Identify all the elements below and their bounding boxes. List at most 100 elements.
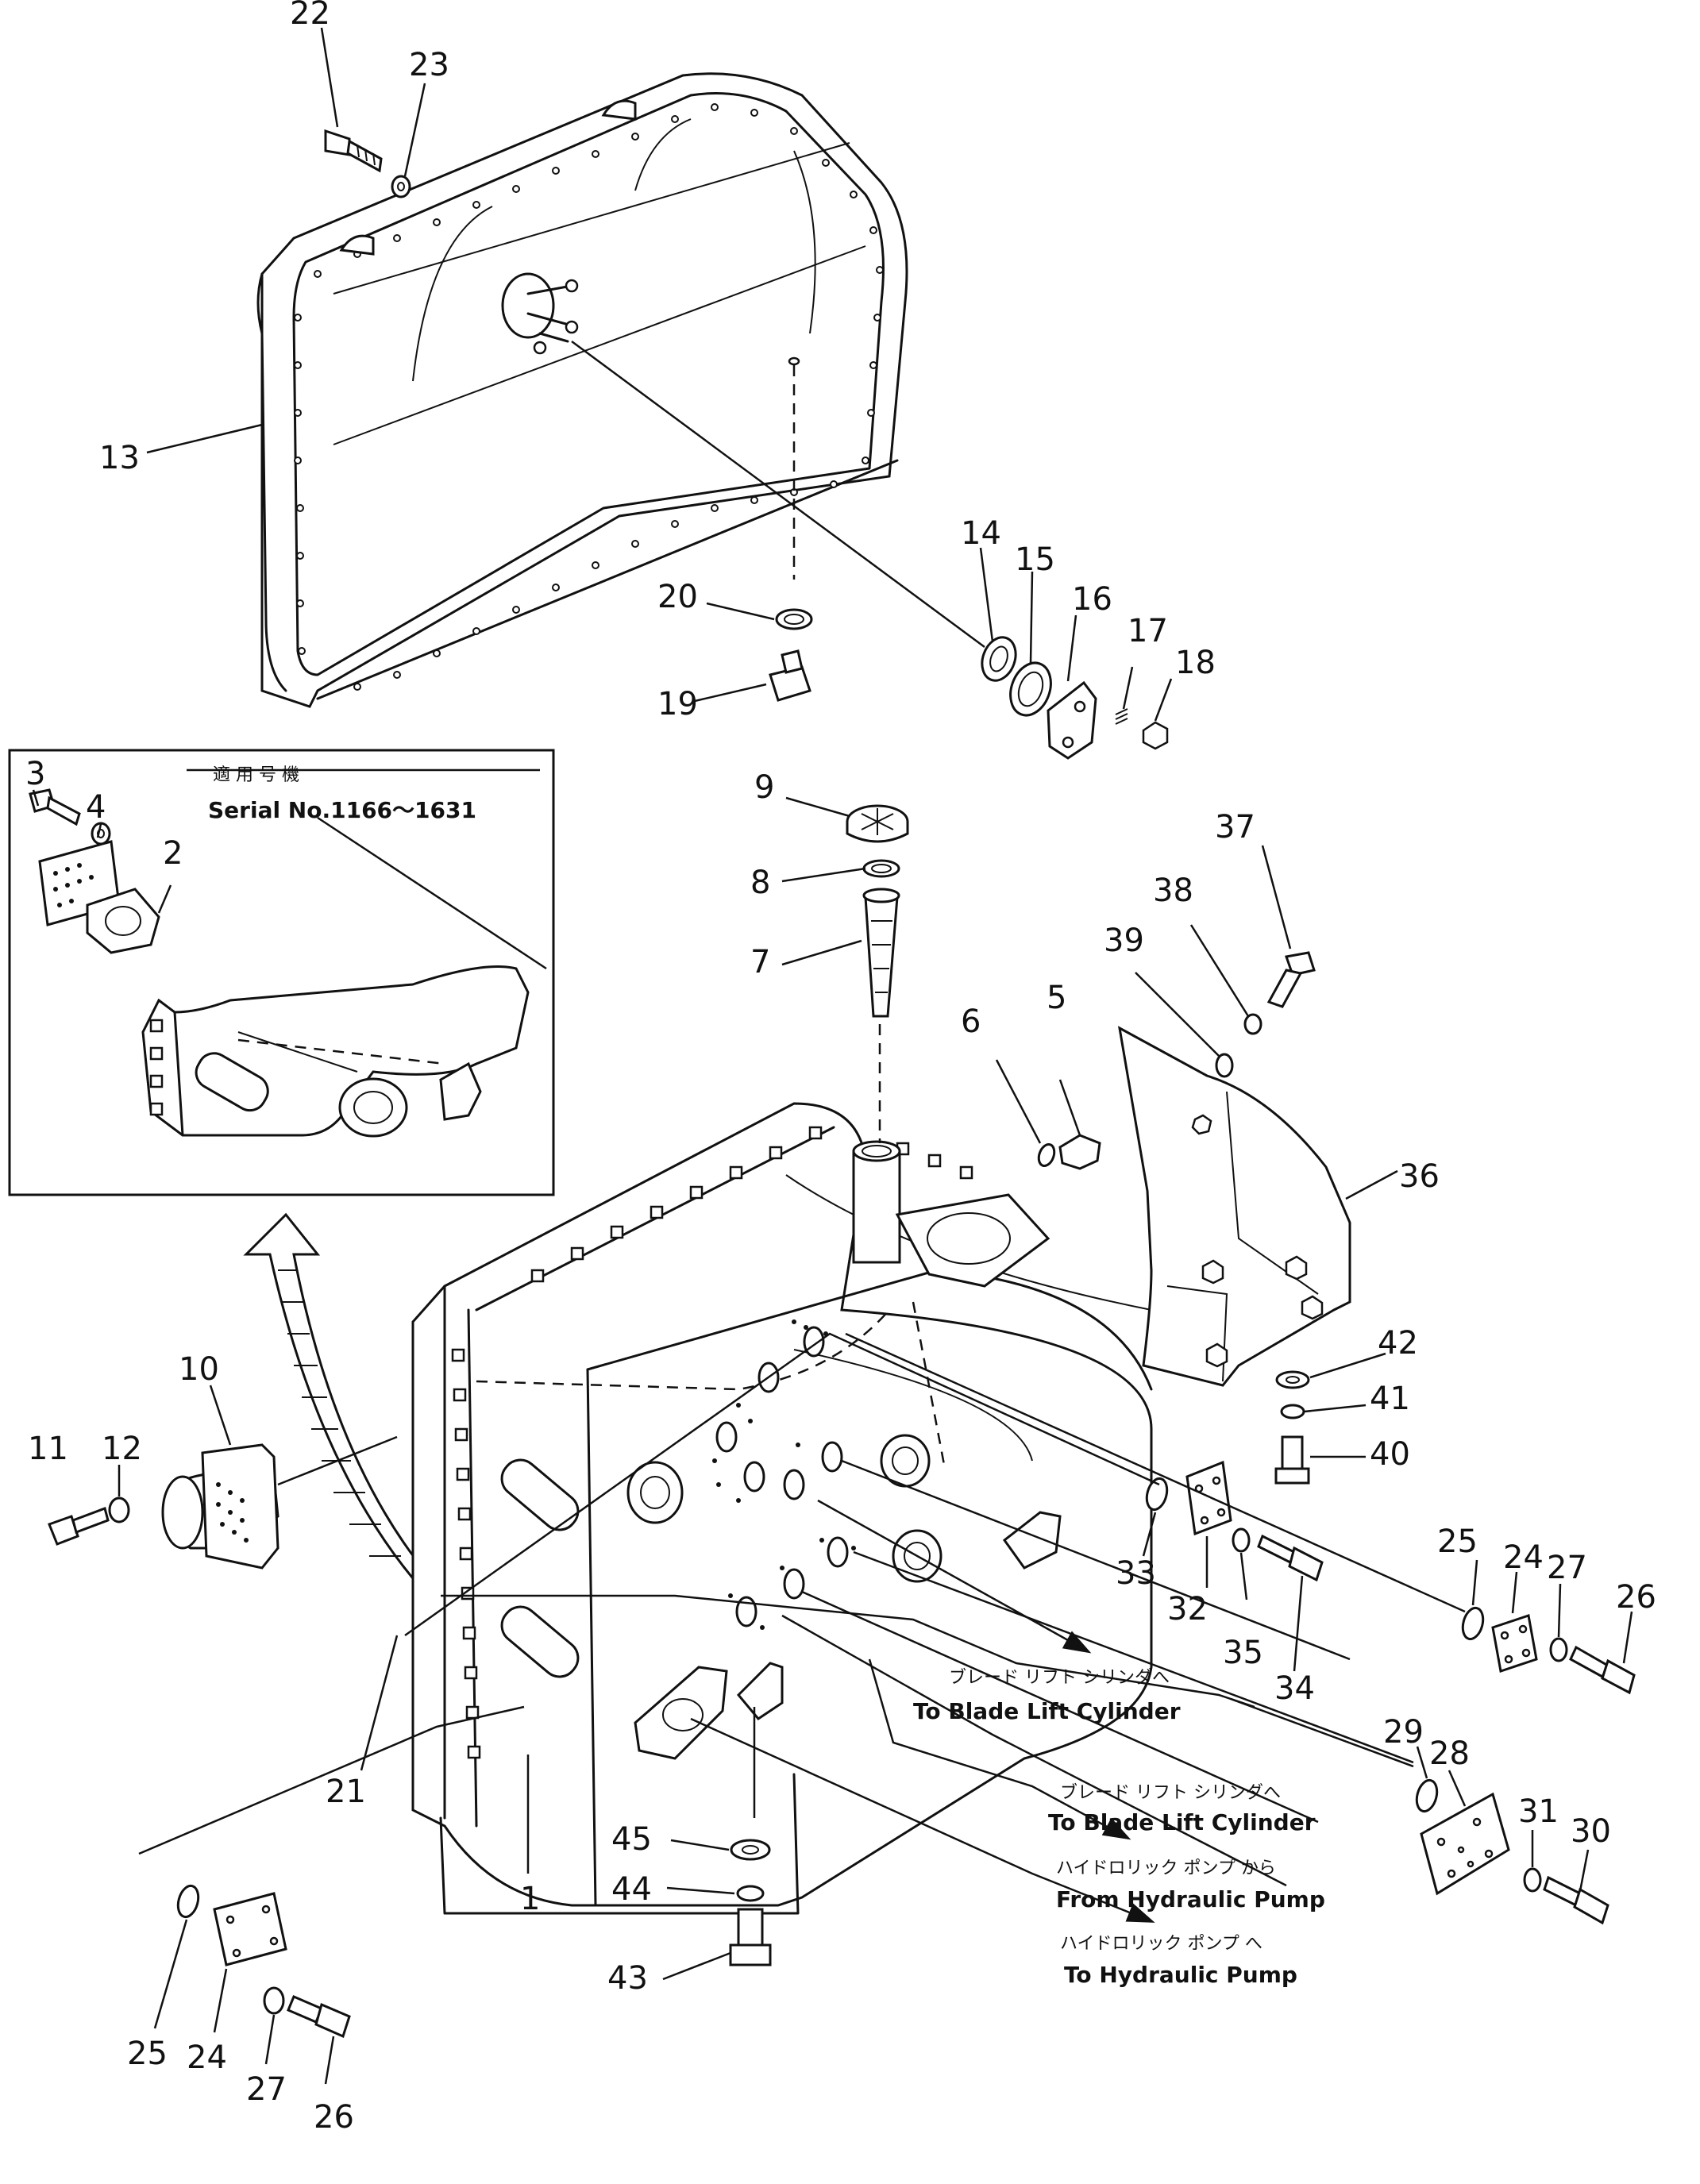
callout-19: 19	[657, 686, 698, 722]
note-blade-lift-1-jp: ブレード リフト シリンダへ	[949, 1668, 1170, 1688]
routing-notes: ブレード リフト シリンダへ To Blade Lift Cylinder ブレ…	[913, 1668, 1325, 1988]
callout-43: 43	[607, 1960, 648, 1997]
callout-30: 30	[1571, 1813, 1611, 1850]
callout-41: 41	[1370, 1381, 1410, 1417]
strainer-10	[161, 1443, 279, 1570]
callout-17: 17	[1128, 613, 1168, 649]
callout-40: 40	[1370, 1436, 1410, 1473]
o-ring-29	[1415, 1778, 1439, 1813]
nut-18	[1142, 721, 1169, 750]
o-ring-6	[1037, 1142, 1056, 1168]
lockwasher-17	[1115, 708, 1128, 725]
callout-10: 10	[179, 1351, 219, 1388]
callout-39: 39	[1104, 923, 1144, 959]
callout-26-left: 26	[314, 2099, 354, 2136]
cover-plate-28	[1420, 1792, 1510, 1896]
bolt-40	[1274, 1435, 1310, 1485]
callout-37: 37	[1215, 809, 1255, 845]
note-from-pump: From Hydraulic Pump	[1056, 1886, 1325, 1912]
callout-42: 42	[1378, 1325, 1418, 1362]
note-to-pump: To Hydraulic Pump	[1064, 1962, 1297, 1988]
callout-34: 34	[1274, 1670, 1315, 1707]
cap-9	[846, 804, 909, 843]
filler-neck	[852, 1140, 1050, 1288]
callout-2: 2	[163, 835, 183, 872]
callout-38: 38	[1153, 872, 1193, 909]
callout-24-left: 24	[187, 2040, 227, 2076]
callout-14: 14	[961, 515, 1001, 552]
gasket-14	[981, 636, 1017, 682]
callout-27-left: 27	[246, 2071, 287, 2108]
o-ring-25-left	[176, 1884, 200, 1919]
callout-21: 21	[326, 1774, 366, 1810]
callout-26-right: 26	[1616, 1579, 1656, 1616]
gauge-cover-16	[1047, 680, 1097, 760]
bracket-cover-36	[1118, 1026, 1351, 1387]
callout-18: 18	[1175, 645, 1216, 681]
callout-leaders	[32, 27, 1633, 2085]
callout-15: 15	[1015, 541, 1055, 578]
bolt-26-right	[1569, 1645, 1636, 1695]
callout-5: 5	[1047, 980, 1066, 1016]
inset-heading-jp: 適 用 号 機	[213, 765, 299, 785]
bolt-34	[1257, 1534, 1324, 1582]
tank-bracket	[1002, 1511, 1062, 1570]
suction-port	[634, 1662, 784, 1760]
tank-body-1	[411, 1102, 1153, 1915]
callout-4: 4	[86, 789, 106, 826]
bolt-11	[48, 1507, 110, 1546]
callout-7: 7	[750, 944, 770, 980]
strainer-7	[862, 888, 900, 1018]
cover-mount-boss	[501, 272, 579, 355]
callout-16: 16	[1072, 581, 1112, 618]
plug-5	[1058, 1134, 1101, 1170]
note-to-pump-jp: ハイドロリック ポンプ へ	[1060, 1934, 1262, 1954]
callout-6: 6	[961, 1003, 981, 1040]
cover-plate-24-right	[1491, 1614, 1538, 1673]
callout-20: 20	[657, 579, 698, 615]
bolt-37	[1266, 951, 1316, 1008]
washer-45	[730, 1839, 771, 1861]
lockwasher-44	[736, 1885, 765, 1902]
cover-plate-24-left	[213, 1892, 287, 1966]
callout-27-right: 27	[1547, 1550, 1587, 1586]
callout-29: 29	[1383, 1714, 1424, 1751]
callout-45: 45	[611, 1821, 652, 1858]
callout-3: 3	[25, 756, 45, 792]
washer-27-right	[1549, 1637, 1568, 1662]
callout-23: 23	[409, 47, 449, 83]
callout-8: 8	[750, 865, 770, 901]
washer-38	[1243, 1013, 1262, 1035]
washer-35	[1232, 1527, 1251, 1553]
callout-12: 12	[102, 1431, 142, 1467]
inset-serial-label: Serial No.1166～1631	[208, 797, 476, 823]
note-from-pump-jp: ハイドロリック ポンプ から	[1056, 1859, 1276, 1878]
callout-labels: 22 23 13 20 19 14 15 16 17 18 3 4 2 9 8 …	[25, 0, 1656, 2136]
o-ring-20	[775, 608, 813, 630]
note-blade-lift-1: To Blade Lift Cylinder	[913, 1698, 1181, 1724]
plug-19	[769, 649, 811, 702]
callout-44: 44	[611, 1871, 652, 1908]
callout-24-right: 24	[1503, 1539, 1544, 1576]
washer-42	[1275, 1370, 1310, 1389]
callout-22: 22	[290, 0, 330, 32]
cover-rim-holes	[294, 103, 884, 691]
bolt-22	[324, 129, 383, 173]
washer-31	[1523, 1867, 1542, 1893]
callout-35: 35	[1223, 1635, 1263, 1671]
note-blade-lift-2: To Blade Lift Cylinder	[1048, 1809, 1316, 1835]
note-blade-lift-2-jp: ブレード リフト シリンダへ	[1060, 1783, 1281, 1803]
callout-9: 9	[754, 769, 774, 806]
washer-39	[1215, 1053, 1234, 1078]
inset-heading: 適 用 号 機 Serial No.1166～1631	[208, 765, 476, 823]
callout-28: 28	[1429, 1735, 1470, 1772]
washer-23	[391, 175, 411, 198]
inset-flange-bolts	[149, 1019, 164, 1116]
o-ring-25-right	[1461, 1606, 1485, 1641]
inset-washer-4	[91, 822, 111, 845]
tank-cover-13	[256, 72, 908, 708]
inset-strainer-2	[38, 840, 160, 954]
glass-15	[1009, 661, 1052, 717]
washer-12	[108, 1496, 130, 1523]
